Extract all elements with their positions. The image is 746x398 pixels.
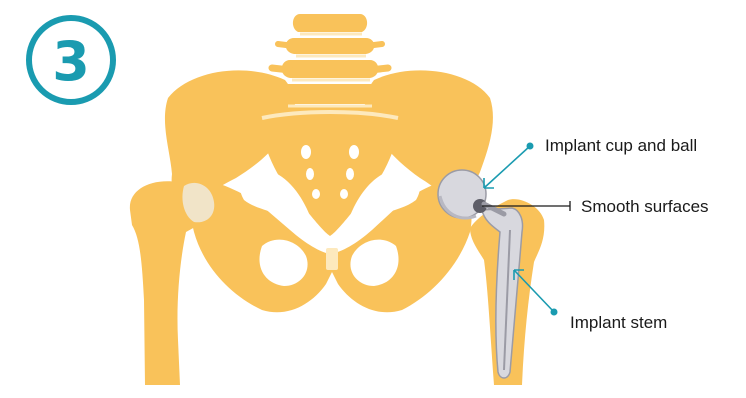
lumbar-spine xyxy=(268,14,392,106)
callout-cup-and-ball: Implant cup and ball xyxy=(484,136,697,188)
label-stem: Implant stem xyxy=(570,313,667,332)
callout-stem: Implant stem xyxy=(514,270,667,332)
label-cup-and-ball: Implant cup and ball xyxy=(545,136,697,155)
step-number: 3 xyxy=(52,30,90,93)
step-badge: 3 xyxy=(29,18,113,102)
label-smooth-surfaces: Smooth surfaces xyxy=(581,197,709,216)
